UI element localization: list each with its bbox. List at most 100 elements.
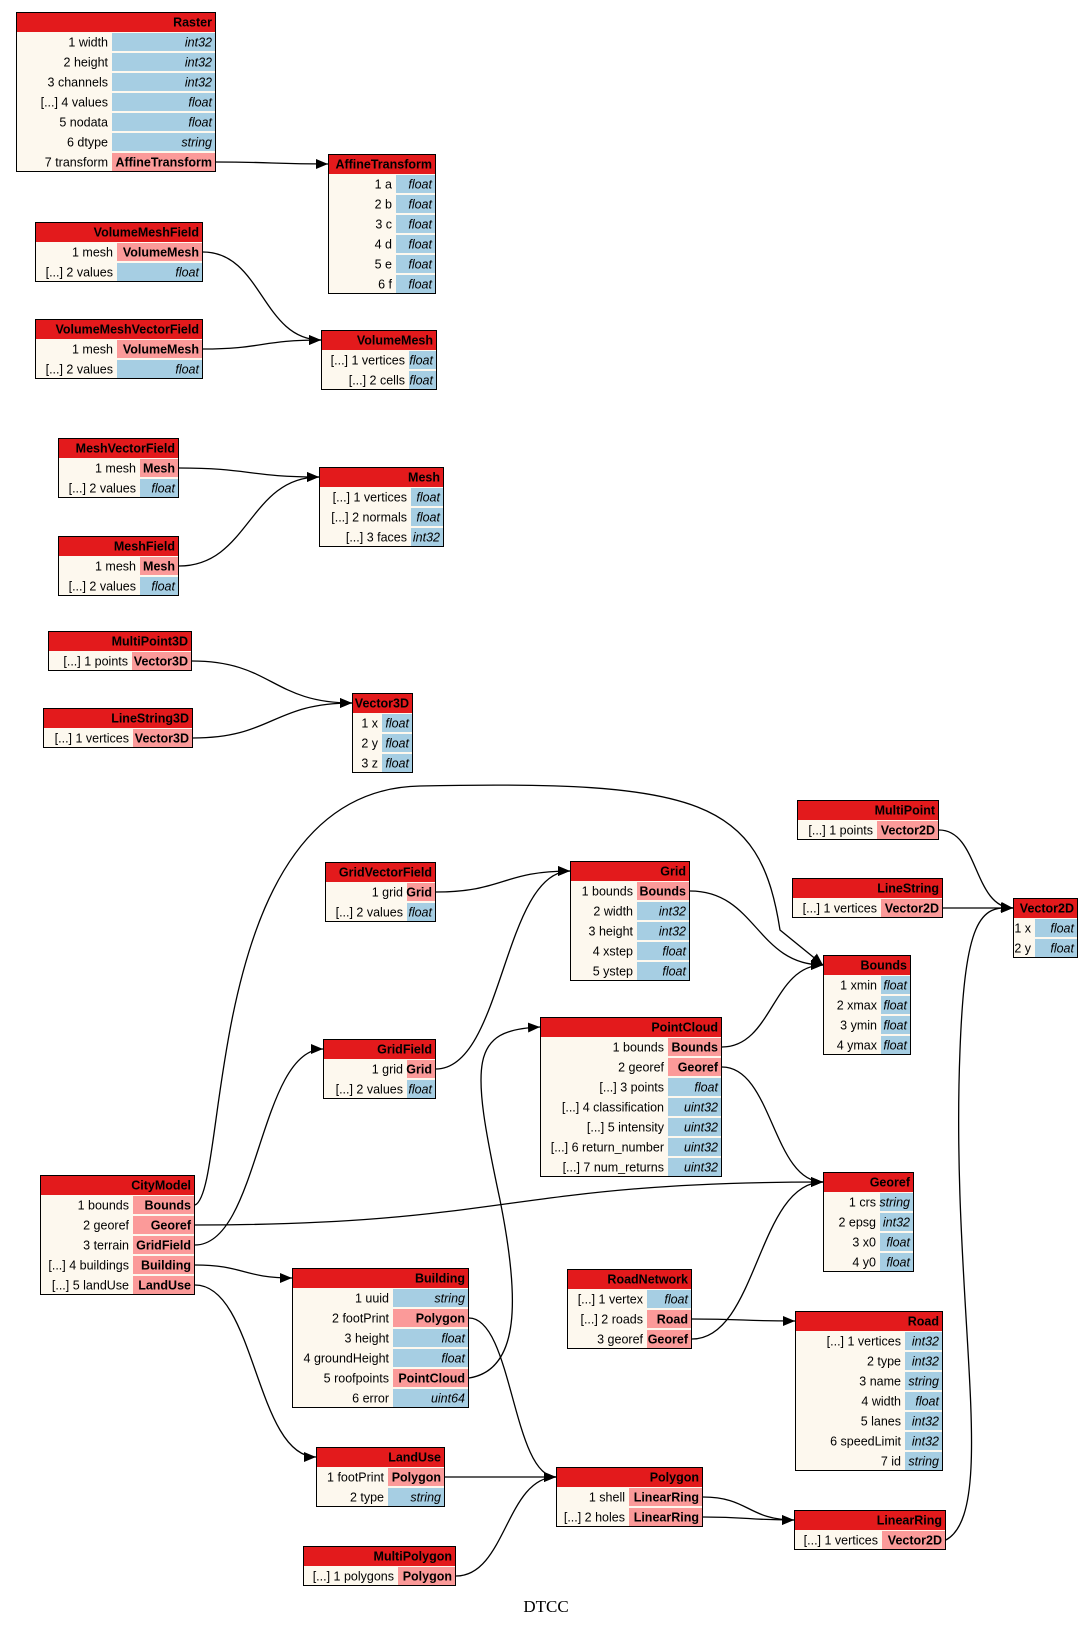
field-type-cell (637, 922, 689, 940)
field-label: 6 error (352, 1392, 389, 1406)
field-type-cell (396, 275, 435, 293)
edges-layer (178, 158, 1014, 1577)
field-label: 2 b (375, 198, 392, 212)
field-type-cell (880, 1233, 913, 1251)
field-type: AffineTransform (115, 156, 212, 170)
field-type-cell (905, 1452, 942, 1470)
field-type-cell (905, 1352, 942, 1370)
field-type: float (883, 979, 907, 993)
table-border (556, 1467, 703, 1527)
field-type: uint32 (684, 1161, 718, 1175)
table-header (58, 438, 179, 458)
field-type: Bounds (639, 885, 686, 899)
field-type: Vector2D (885, 902, 939, 916)
field-type: Mesh (143, 462, 175, 476)
field-label: 1 shell (589, 1491, 625, 1505)
field-type-reference-cell (117, 243, 202, 261)
table-border (797, 800, 939, 840)
field-type: float (151, 580, 175, 594)
field-type: int32 (883, 1216, 910, 1230)
field-label: 3 name (859, 1375, 901, 1389)
table-title: LandUse (388, 1451, 441, 1465)
field-type-reference-cell (647, 1310, 691, 1328)
table-border (35, 222, 203, 282)
field-label: 1 footPrint (327, 1471, 385, 1485)
field-label: [...] 5 intensity (587, 1121, 665, 1135)
field-label: 2 y (361, 737, 378, 751)
edge-gridfield-to-grid (435, 866, 571, 1070)
table-border (40, 1175, 195, 1295)
field-type-cell (407, 903, 435, 921)
field-label: 2 footPrint (332, 1312, 390, 1326)
field-type-reference-cell (629, 1488, 702, 1506)
field-label: 1 mesh (72, 246, 113, 260)
field-label: [...] 2 values (336, 906, 403, 920)
table-header (58, 536, 179, 556)
table-border (540, 1017, 722, 1177)
field-type: int32 (185, 76, 212, 90)
field-type-cell (407, 1080, 435, 1098)
field-type-reference-cell (112, 153, 215, 171)
field-type-cell (382, 734, 412, 752)
edge-citymodel-to-building (194, 1264, 293, 1283)
field-type: float (151, 482, 175, 496)
edge-citymodel-to-gridfield (194, 1044, 324, 1246)
table-title: Grid (660, 865, 686, 879)
edge-linestring3d-to-vector3d (192, 698, 353, 739)
table-border (16, 12, 216, 172)
field-type-cell (112, 93, 215, 111)
table-header (823, 1172, 914, 1192)
field-label: [...] 2 values (69, 580, 136, 594)
edge-building-to-polygon (468, 1317, 557, 1482)
field-label: [...] 1 vertices (55, 732, 129, 746)
field-type: float (385, 757, 409, 771)
table-border (823, 955, 911, 1055)
field-label: 4 y0 (852, 1256, 876, 1270)
field-type-cell (905, 1332, 942, 1350)
field-type-cell (409, 351, 436, 369)
field-type: int32 (659, 925, 686, 939)
field-type-reference-cell (133, 1276, 194, 1294)
field-label: 1 mesh (72, 343, 113, 357)
field-type-reference-cell (407, 1060, 435, 1078)
field-type-reference-cell (881, 899, 942, 917)
field-type-cell (881, 1036, 910, 1054)
field-type-cell (411, 528, 443, 546)
field-type: float (408, 906, 432, 920)
field-label: 4 d (375, 238, 392, 252)
table-border (292, 1268, 469, 1408)
field-type: int32 (912, 1435, 939, 1449)
edge-citymodel-to-bounds (194, 784, 824, 1206)
field-type-reference-cell (668, 1058, 721, 1076)
field-row: [...] 2 values float (336, 903, 435, 921)
field-type: float (409, 374, 433, 388)
field-type: float (408, 178, 432, 192)
field-label: 2 width (593, 905, 633, 919)
field-type-cell (396, 255, 435, 273)
field-type-cell (117, 263, 202, 281)
field-label: 6 dtype (67, 136, 108, 150)
field-type: Bounds (671, 1041, 718, 1055)
field-label: [...] 1 vertex (578, 1293, 644, 1307)
field-type: float (409, 354, 433, 368)
